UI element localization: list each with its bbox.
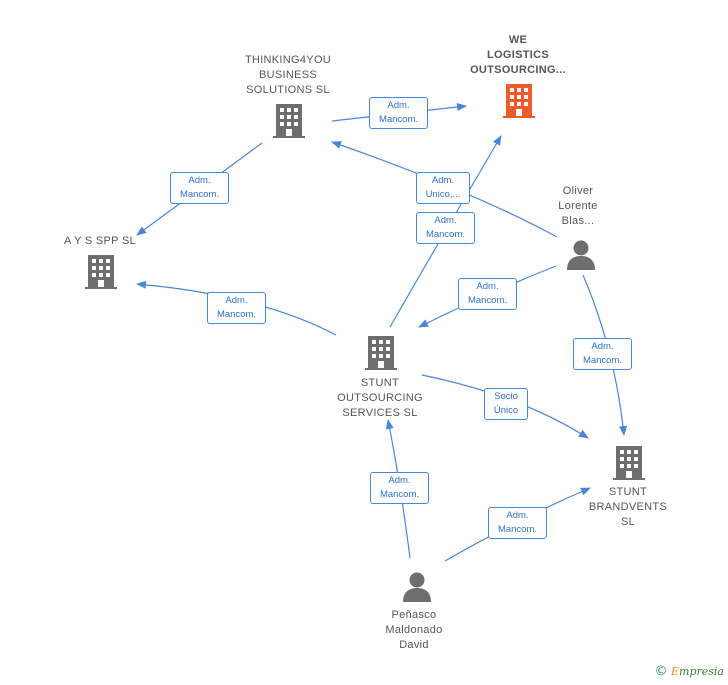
edge-label-e2[interactable]: Adm. Mancom. <box>170 172 229 204</box>
edge-label-e9[interactable]: Adm. Mancom. <box>370 472 429 504</box>
copyright-footer: © Empresia <box>655 664 725 679</box>
edge-label-e6[interactable]: Adm. Mancom. <box>458 278 517 310</box>
brand-logo: Empresia <box>671 665 724 678</box>
company-building-icon[interactable] <box>365 336 397 370</box>
company-building-icon[interactable] <box>85 255 117 289</box>
edge-label-e4[interactable]: Adm. Mancom. <box>416 212 475 244</box>
person-icon[interactable] <box>567 240 595 271</box>
edge-label-e7[interactable]: Adm. Mancom. <box>573 338 632 370</box>
node-label-oliver[interactable]: Oliver Lorente Blas... <box>558 185 598 227</box>
edge-label-e5[interactable]: Adm. Mancom. <box>207 292 266 324</box>
focus-company-building-icon[interactable] <box>503 84 535 118</box>
node-label-stunt-outsourcing[interactable]: STUNT OUTSOURCING SERVICES SL <box>337 377 423 419</box>
node-label-thinking4you[interactable]: THINKING4YOU BUSINESS SOLUTIONS SL <box>244 54 332 96</box>
company-building-icon[interactable] <box>273 104 305 138</box>
edge-label-e10[interactable]: Adm. Mancom. <box>488 507 547 539</box>
copyright-icon: © <box>654 664 668 679</box>
node-label-ays-spp[interactable]: A Y S SPP SL <box>63 235 137 247</box>
node-label-penasco[interactable]: Peñasco Maldonado David <box>385 609 443 651</box>
edge-label-e3[interactable]: Adm. Unico,... <box>416 172 470 204</box>
node-label-we-logistics[interactable]: WE LOGISTICS OUTSOURCING... <box>470 34 566 76</box>
edge-label-e1[interactable]: Adm. Mancom. <box>369 97 428 129</box>
company-building-icon[interactable] <box>613 446 645 480</box>
edge-label-e8[interactable]: Socio Único <box>484 388 528 420</box>
node-label-stunt-brandvents[interactable]: STUNT BRANDVENTS SL <box>588 486 668 528</box>
person-icon[interactable] <box>403 572 431 603</box>
